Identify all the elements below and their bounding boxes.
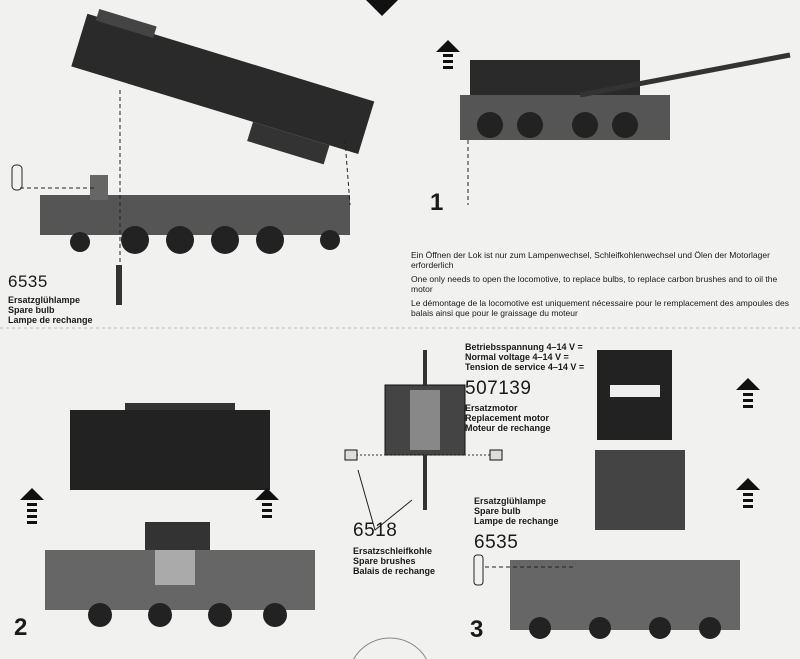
step1-drawing [460, 52, 791, 205]
step-number: 1 [430, 189, 444, 216]
part-number: 6535 [8, 272, 48, 291]
part-number: 6518 [353, 520, 398, 541]
instructions: Ein Öffnen der Lok ist nur zum Lampenwec… [411, 250, 790, 318]
step-number: 2 [14, 614, 28, 641]
part-number: 507139 [465, 378, 532, 399]
step3-drawing [473, 350, 740, 639]
up-arrow-icons [20, 40, 760, 524]
step-number: 3 [470, 616, 484, 643]
chassis-drawing [40, 175, 350, 254]
locomotive-body-drawing [71, 9, 375, 165]
part-number: 6535 [474, 532, 519, 553]
voltage-label: Betriebsspannung 4–14 V =Normal voltage … [465, 342, 585, 372]
thumb-cutout [353, 637, 427, 659]
screw-icon [116, 265, 122, 305]
down-arrow-icon [366, 0, 398, 16]
bulb-icon [11, 164, 23, 191]
motor-drawing [344, 350, 503, 531]
step2-drawing [45, 403, 315, 627]
